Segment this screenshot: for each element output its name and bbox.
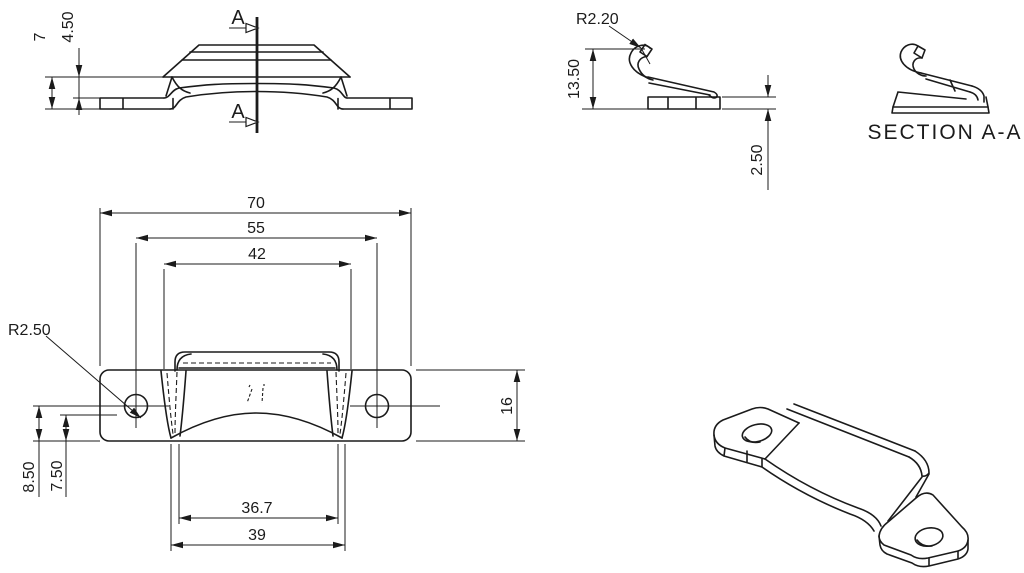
dim-section-height: 13.50 <box>566 48 648 110</box>
section-title: SECTION A-A <box>867 121 1022 144</box>
dim-label-13-50: 13.50 <box>566 59 583 99</box>
dim-saddle-top-width: 42 <box>163 246 352 369</box>
front-view: A A 7 4.50 <box>32 7 413 133</box>
dim-label-7: 7 <box>32 32 49 41</box>
dim-label-4-50: 4.50 <box>60 11 77 42</box>
dim-overall-width: 70 <box>99 195 412 366</box>
dim-saddle-inner-width: 36.7 <box>178 444 339 524</box>
iso-left-hole <box>741 423 773 443</box>
drawing-root: A A 7 4.50 <box>8 7 1022 568</box>
dim-label-r2-50: R2.50 <box>8 322 51 339</box>
dim-label-16: 16 <box>499 397 516 415</box>
dim-label-r2-20: R2.20 <box>576 11 619 28</box>
isometric-view <box>713 403 969 568</box>
dim-label-42: 42 <box>248 246 266 263</box>
cut-label-top: A <box>231 7 245 29</box>
dim-label-39: 39 <box>248 527 266 544</box>
dim-front-flange-height: 4.50 <box>60 11 100 115</box>
dim-saddle-outer-width: 39 <box>170 444 346 551</box>
dim-section-thickness: 2.50 <box>722 75 776 190</box>
dim-label-55: 55 <box>247 220 265 237</box>
dim-label-36-7: 36.7 <box>241 500 272 517</box>
section-cut-line <box>229 17 260 133</box>
dim-hole-spacing: 55 <box>135 220 378 428</box>
dim-front-overall-height: 7 <box>32 32 163 110</box>
leader-r2-20: R2.20 <box>576 11 651 65</box>
iso-right-hole <box>914 527 944 547</box>
plan-view: 70 55 42 36.7 <box>8 195 525 551</box>
dim-strap-width: 16 <box>416 369 525 442</box>
dim-label-70: 70 <box>247 195 265 212</box>
dim-label-8-50: 8.50 <box>21 461 38 492</box>
cut-label-bottom: A <box>231 101 245 123</box>
section-view: R2.20 13.50 2.50 <box>566 11 776 190</box>
leader-r2-50: R2.50 <box>8 322 142 419</box>
section-pictorial: SECTION A-A <box>867 43 1022 144</box>
dim-label-2-50: 2.50 <box>749 144 766 175</box>
dim-hole-offset-b: 7.50 <box>49 414 117 497</box>
dim-label-7-50: 7.50 <box>49 460 66 491</box>
